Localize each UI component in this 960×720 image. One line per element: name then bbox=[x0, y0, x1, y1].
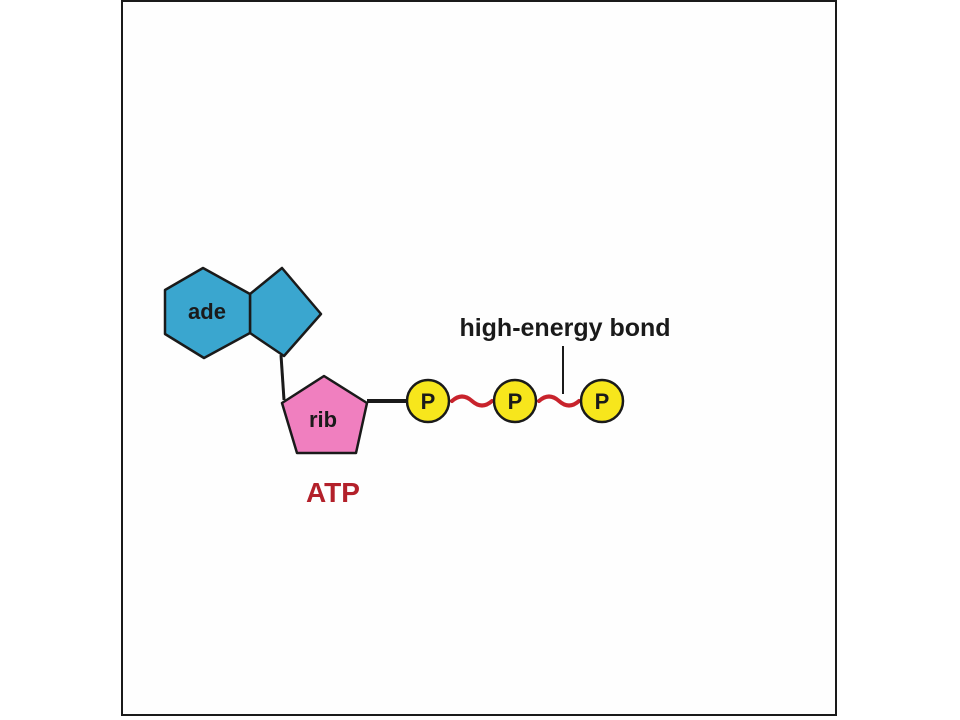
phosphate-circle bbox=[492, 378, 538, 424]
phosphate-2: P bbox=[492, 378, 538, 424]
phosphate-label: P bbox=[421, 389, 436, 414]
adenine-pentagon-ring bbox=[248, 266, 323, 358]
atp-label: ATP bbox=[306, 477, 360, 508]
ribose-label: rib bbox=[309, 407, 337, 432]
high-energy-bond-1 bbox=[450, 394, 494, 408]
phosphate-label: P bbox=[595, 389, 610, 414]
adenine-label: ade bbox=[188, 299, 226, 324]
ribose-group: rib bbox=[280, 374, 369, 455]
phosphate-circle bbox=[579, 378, 625, 424]
adenine-hexagon-ring bbox=[163, 266, 252, 360]
phosphate-label: P bbox=[508, 389, 523, 414]
phosphate-3: P bbox=[579, 378, 625, 424]
high-energy-bond-2 bbox=[537, 394, 581, 408]
adenine-ribose-bond bbox=[279, 354, 286, 401]
phosphate-circle bbox=[405, 378, 451, 424]
ribose-pentagon bbox=[280, 374, 369, 455]
adenine-group: ade bbox=[163, 266, 323, 360]
high-energy-bond-label: high-energy bond bbox=[459, 314, 670, 342]
phosphate-1: P bbox=[405, 378, 451, 424]
diagram-frame bbox=[121, 0, 837, 716]
